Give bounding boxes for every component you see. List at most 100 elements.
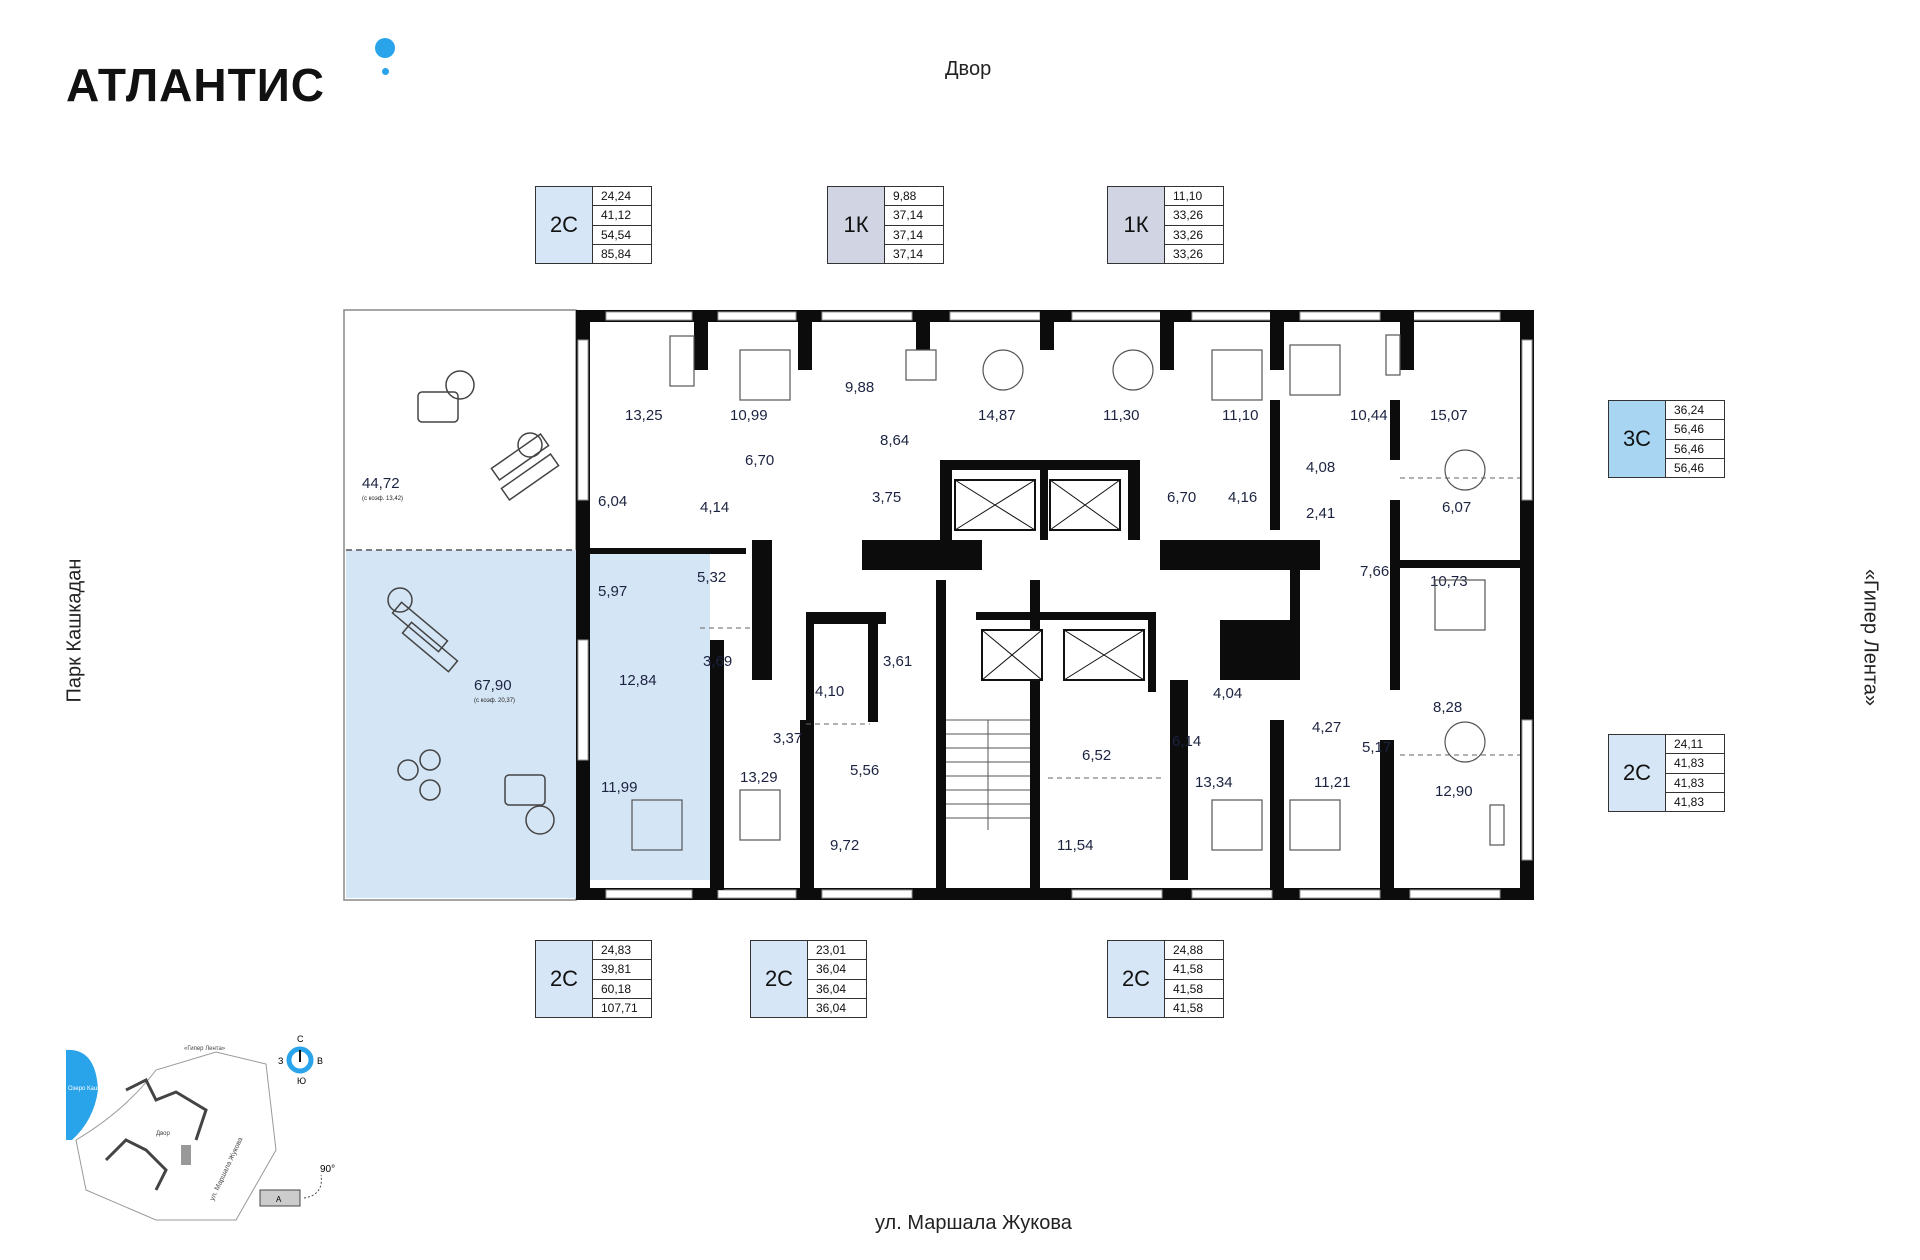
room-area: 10,44 xyxy=(1350,407,1388,424)
badge-area: 41,83 xyxy=(1666,754,1724,774)
rotation-angle: 90° xyxy=(320,1164,335,1175)
map-lake-label: Озеро Кашкадан xyxy=(68,1086,115,1092)
room-area: 6,70 xyxy=(1167,489,1196,506)
compass-west: З xyxy=(278,1056,283,1066)
room-area: 3,37 xyxy=(773,730,802,747)
logo-dot-icon xyxy=(375,38,395,58)
room-area: 10,73 xyxy=(1430,573,1468,590)
map-buildings xyxy=(104,1077,208,1191)
section-marker xyxy=(259,1189,301,1207)
badge-area: 107,71 xyxy=(601,1000,638,1015)
room-area: 6,07 xyxy=(1442,499,1471,516)
room-area: 3,75 xyxy=(872,489,901,506)
elevator-crosses xyxy=(954,479,1145,681)
badge-area: 41,58 xyxy=(1165,960,1223,980)
room-area: 5,32 xyxy=(697,569,726,586)
room-area: 7,66 xyxy=(1360,563,1389,580)
badge-type: 3С xyxy=(1609,401,1666,477)
room-area: 2,41 xyxy=(1306,505,1335,522)
badge-area: 24,88 xyxy=(1165,941,1223,961)
compass-north: С xyxy=(297,1034,304,1044)
badge-area: 23,01 xyxy=(808,941,866,961)
direction-top: Двор xyxy=(945,58,992,80)
room-area: 6,52 xyxy=(1082,747,1111,764)
room-area: 13,34 xyxy=(1195,774,1233,791)
badge-area: 33,26 xyxy=(1165,206,1223,226)
room-area: 10,99 xyxy=(730,407,768,424)
badge-type: 2С xyxy=(1108,941,1165,1017)
room-area: 3,69 xyxy=(703,653,732,670)
room-area: 4,16 xyxy=(1228,489,1257,506)
badge-area: 41,58 xyxy=(1173,1000,1204,1015)
map-store-label: «Гипер Лента» xyxy=(184,1046,226,1052)
internal-walls xyxy=(576,310,1520,890)
room-area: 12,84 xyxy=(619,672,657,689)
badge-area: 56,46 xyxy=(1666,440,1724,459)
badge-area: 41,12 xyxy=(593,206,651,226)
room-area: 6,04 xyxy=(598,493,627,510)
badge-type: 1К xyxy=(1108,187,1165,263)
terrace-bottom-area: 67,90 xyxy=(474,677,512,694)
rotation-arrow-icon xyxy=(303,1174,322,1199)
compass-east: В xyxy=(317,1056,323,1066)
room-area: 13,29 xyxy=(740,769,778,786)
terrace-top-area: 44,72 xyxy=(362,475,400,492)
badge-area: 37,14 xyxy=(885,206,943,226)
badge-area: 39,81 xyxy=(593,960,651,980)
room-area: 11,54 xyxy=(1057,837,1093,854)
room-area: 5,17 xyxy=(1362,739,1391,756)
furniture xyxy=(631,334,1505,851)
badge-type: 2С xyxy=(1609,735,1666,811)
badge-area: 24,11 xyxy=(1666,735,1724,755)
room-area: 4,14 xyxy=(700,499,729,516)
badge-area: 60,18 xyxy=(593,980,651,999)
map-street-label: ул. Маршала Жукова xyxy=(209,1136,245,1201)
compass-icon xyxy=(286,1046,314,1074)
room-labels: 13,25 10,99 9,88 8,64 14,87 11,30 11,10 … xyxy=(598,379,1473,854)
room-area: 6,70 xyxy=(745,452,774,469)
terrace-highlight xyxy=(346,550,576,898)
room-area: 12,90 xyxy=(1435,783,1473,800)
badge-type: 2С xyxy=(751,941,808,1017)
badge-area: 41,83 xyxy=(1666,774,1724,793)
badge-type: 2С xyxy=(536,941,593,1017)
room-area: 8,64 xyxy=(880,432,909,449)
badge-area: 9,88 xyxy=(885,187,943,207)
room-dividers xyxy=(700,477,1520,779)
lake-shape xyxy=(66,1049,98,1140)
map-block-outline xyxy=(75,1051,277,1221)
room-area: 11,99 xyxy=(601,779,637,796)
badge-type: 2С xyxy=(536,187,593,263)
site-map: Озеро Кашкадан «Гипер Лента» Двор ул. Ма… xyxy=(66,1034,335,1221)
badge-area: 33,26 xyxy=(1173,246,1204,261)
badge-area: 56,46 xyxy=(1666,420,1724,440)
terrace-top-note: (с коэф. 13,42) xyxy=(362,496,403,502)
badge-area: 56,46 xyxy=(1674,460,1705,475)
section-label: А xyxy=(276,1195,282,1204)
room-area: 9,88 xyxy=(845,379,874,396)
compass-south: Ю xyxy=(297,1076,306,1086)
room-area: 6,14 xyxy=(1172,733,1201,750)
badge-area: 41,83 xyxy=(1674,794,1705,809)
room-area: 15,07 xyxy=(1430,407,1468,424)
badge-area: 54,54 xyxy=(593,226,651,245)
room-area: 9,72 xyxy=(830,837,859,854)
badge-type: 1К xyxy=(828,187,885,263)
logo-dot-small-icon xyxy=(382,68,389,75)
badge-area: 36,04 xyxy=(808,960,866,980)
room-area: 8,28 xyxy=(1433,699,1462,716)
badge-area: 36,04 xyxy=(816,1000,847,1015)
badge-area: 37,14 xyxy=(885,226,943,245)
room-area: 4,08 xyxy=(1306,459,1335,476)
windows xyxy=(577,311,1533,899)
room-area: 11,10 xyxy=(1222,407,1258,424)
